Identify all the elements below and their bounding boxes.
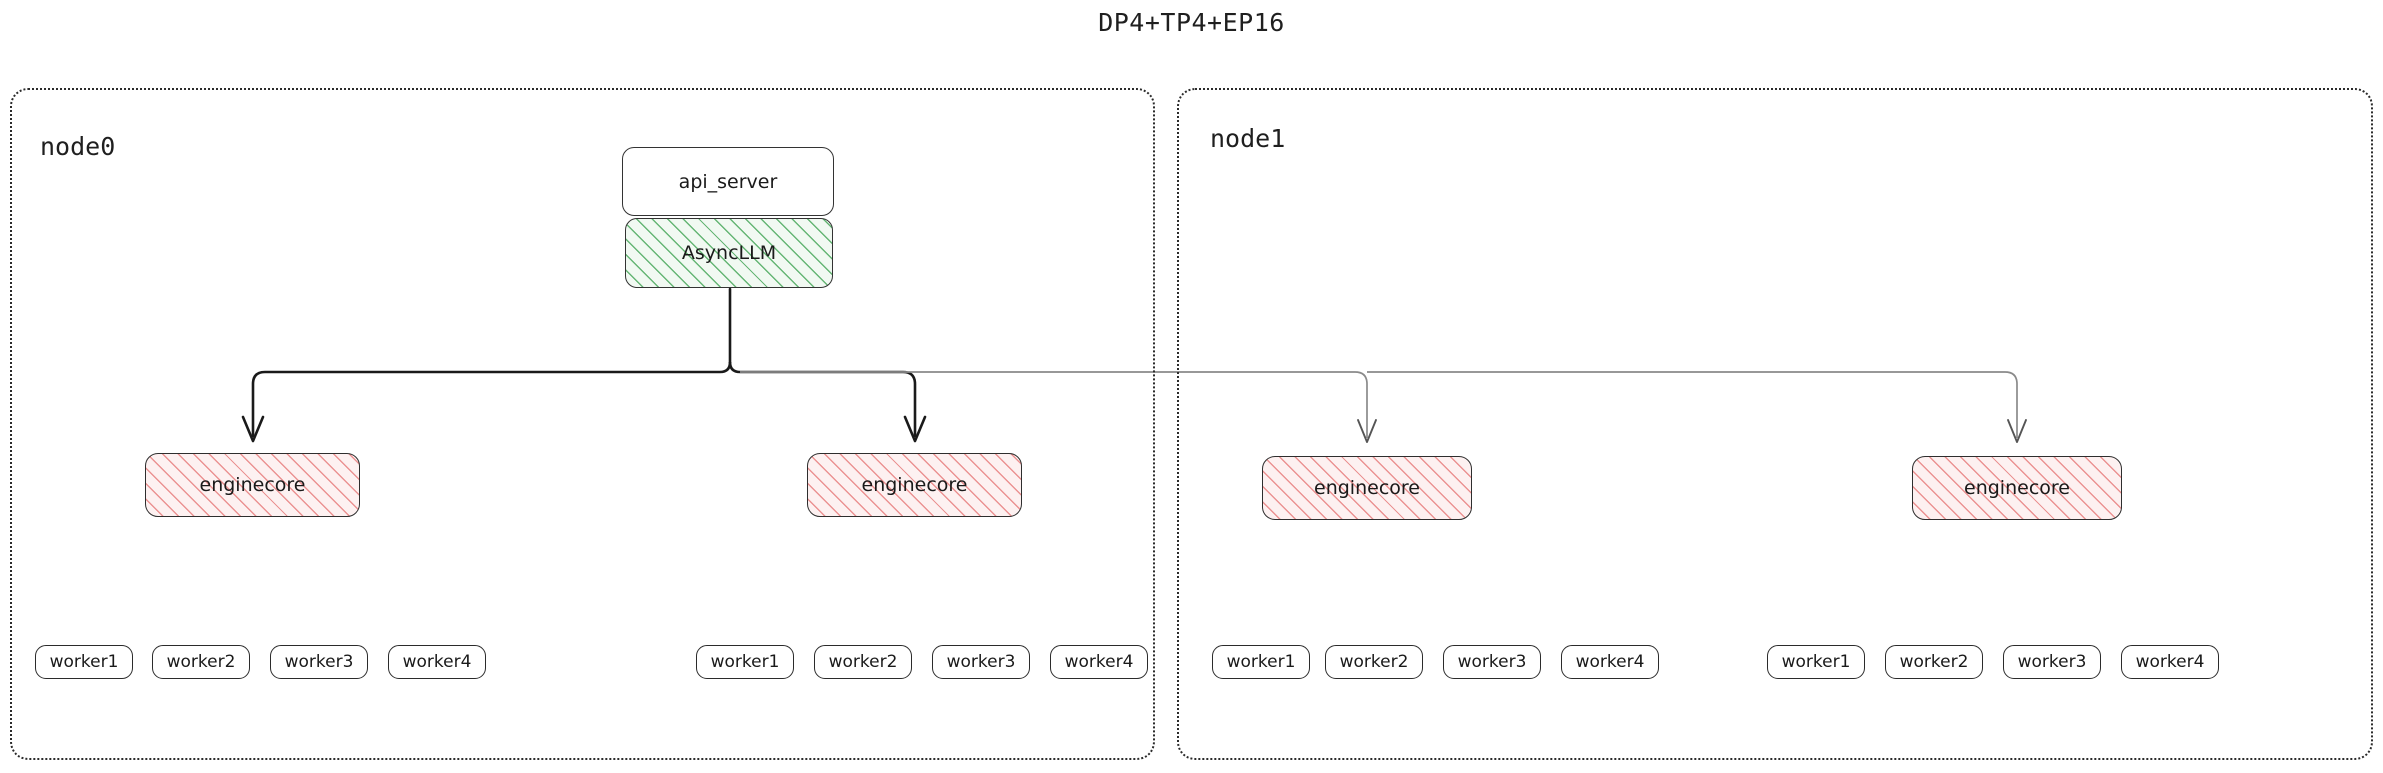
worker-node1-1-1[interactable]: worker1 bbox=[1767, 645, 1865, 679]
worker-node1-0-2[interactable]: worker2 bbox=[1325, 645, 1423, 679]
enginecore-node0-0[interactable]: enginecore bbox=[145, 453, 360, 517]
enginecore-label: enginecore bbox=[199, 474, 306, 496]
async-llm-label: AsyncLLM bbox=[681, 242, 777, 264]
worker-label: worker1 bbox=[710, 652, 780, 672]
enginecore-node0-1[interactable]: enginecore bbox=[807, 453, 1022, 517]
worker-label: worker2 bbox=[1339, 652, 1409, 672]
worker-label: worker1 bbox=[1781, 652, 1851, 672]
worker-label: worker3 bbox=[946, 652, 1016, 672]
worker-node0-1-4[interactable]: worker4 bbox=[1050, 645, 1148, 679]
worker-node1-1-3[interactable]: worker3 bbox=[2003, 645, 2101, 679]
worker-node0-1-1[interactable]: worker1 bbox=[696, 645, 794, 679]
worker-label: worker1 bbox=[1226, 652, 1296, 672]
worker-label: worker3 bbox=[1457, 652, 1527, 672]
worker-label: worker4 bbox=[1575, 652, 1645, 672]
worker-label: worker3 bbox=[284, 652, 354, 672]
worker-label: worker2 bbox=[166, 652, 236, 672]
node-label-node1: node1 bbox=[1210, 124, 1286, 153]
async-llm-box[interactable]: AsyncLLM bbox=[625, 218, 833, 288]
worker-node1-0-3[interactable]: worker3 bbox=[1443, 645, 1541, 679]
enginecore-label: enginecore bbox=[1964, 477, 2070, 499]
worker-label: worker1 bbox=[49, 652, 119, 672]
worker-label: worker2 bbox=[1899, 652, 1969, 672]
enginecore-label: enginecore bbox=[1314, 477, 1420, 499]
worker-node1-0-4[interactable]: worker4 bbox=[1561, 645, 1659, 679]
node-label-node0: node0 bbox=[40, 132, 116, 161]
node-container-node1 bbox=[1177, 88, 2373, 760]
worker-node0-1-2[interactable]: worker2 bbox=[814, 645, 912, 679]
api-server-label: api_server bbox=[678, 170, 778, 193]
node-container-node0 bbox=[10, 88, 1155, 760]
enginecore-node1-1[interactable]: enginecore bbox=[1912, 456, 2122, 520]
worker-node0-1-3[interactable]: worker3 bbox=[932, 645, 1030, 679]
worker-label: worker2 bbox=[828, 652, 898, 672]
worker-label: worker4 bbox=[1064, 652, 1134, 672]
worker-node0-0-1[interactable]: worker1 bbox=[35, 645, 133, 679]
worker-label: worker3 bbox=[2017, 652, 2087, 672]
worker-label: worker4 bbox=[2135, 652, 2205, 672]
worker-node1-1-2[interactable]: worker2 bbox=[1885, 645, 1983, 679]
worker-node0-0-4[interactable]: worker4 bbox=[388, 645, 486, 679]
worker-label: worker4 bbox=[402, 652, 472, 672]
worker-node1-0-1[interactable]: worker1 bbox=[1212, 645, 1310, 679]
api-server-box[interactable]: api_server bbox=[622, 147, 834, 216]
enginecore-node1-0[interactable]: enginecore bbox=[1262, 456, 1472, 520]
diagram-title: DP4+TP4+EP16 bbox=[1098, 8, 1285, 37]
worker-node1-1-4[interactable]: worker4 bbox=[2121, 645, 2219, 679]
worker-node0-0-3[interactable]: worker3 bbox=[270, 645, 368, 679]
enginecore-label: enginecore bbox=[861, 474, 968, 496]
worker-node0-0-2[interactable]: worker2 bbox=[152, 645, 250, 679]
